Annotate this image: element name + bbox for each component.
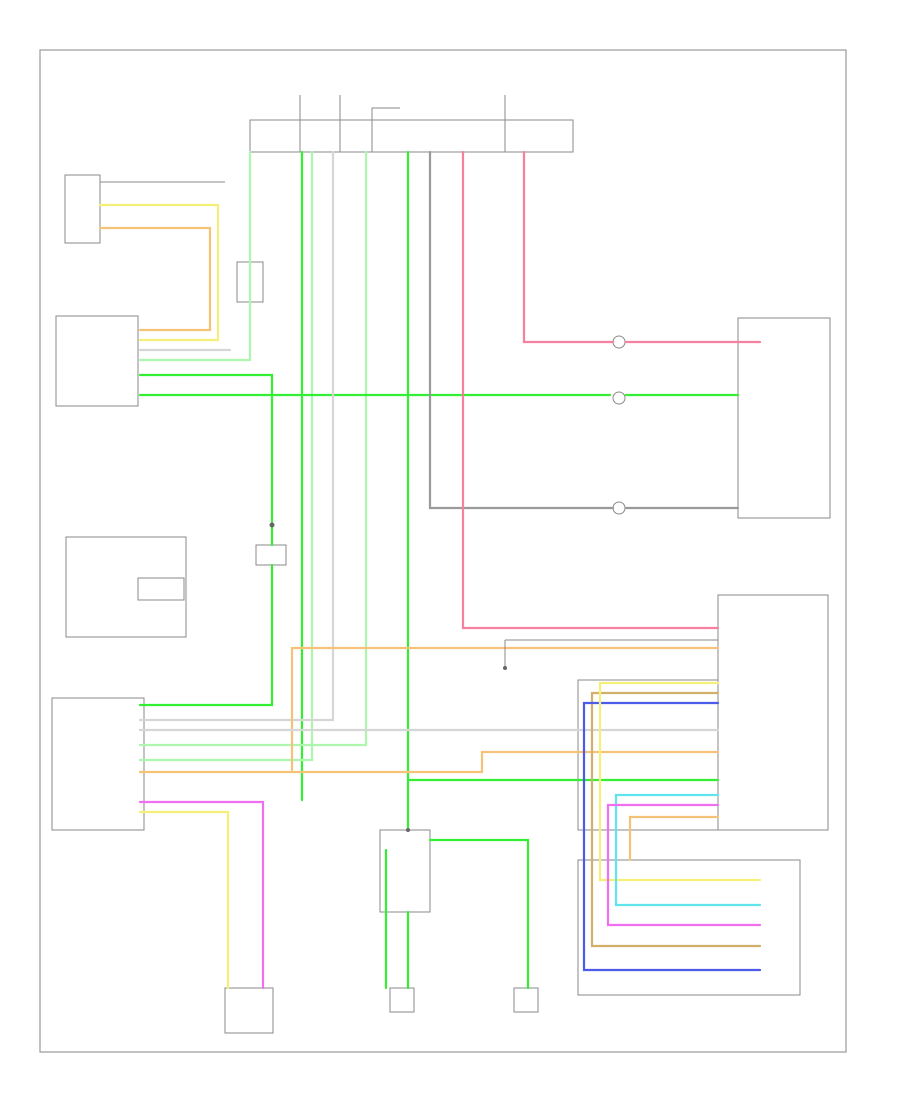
ignition-unit-inner (137, 577, 185, 601)
cyan-wire-throttle (614, 793, 762, 907)
splice-pack (255, 544, 287, 566)
orange-wire-throttle-3 (628, 815, 720, 862)
yellow-wire-brake (98, 203, 220, 342)
blue-wire-throttle (582, 701, 762, 972)
right-switch-box (737, 317, 831, 519)
green-wire-ground (428, 838, 530, 990)
green-wire-to-splice (138, 373, 274, 547)
pink-wire-1 (461, 150, 720, 630)
lightgreen-wire-1 (138, 150, 314, 762)
magenta-wire-pedal (138, 800, 265, 990)
ground-dot (503, 666, 507, 670)
throttle-body-box (577, 859, 801, 996)
junction-dot (406, 828, 410, 832)
brake-switch-box (64, 174, 101, 244)
gray-wire-ground (428, 150, 615, 510)
cruise-control-switch (389, 987, 415, 1013)
pink-wire-2 (522, 150, 615, 344)
yellow-wire-throttle (598, 681, 762, 882)
lightgreen-wire-3 (138, 150, 252, 362)
powertrain-control-module (51, 697, 145, 831)
yellow-wire-pedal (138, 810, 230, 990)
tan-wire-throttle (590, 691, 762, 948)
connector-3 (612, 501, 626, 515)
lightgreen-wire-2 (138, 150, 368, 747)
accelerator-pedal-sensor (224, 987, 274, 1034)
fuse-block (249, 119, 574, 153)
throttle-actuator-module (717, 594, 829, 831)
connector-1 (612, 335, 626, 349)
ignition-unit-box (65, 536, 187, 638)
magenta-wire-throttle (606, 803, 762, 927)
ground-component (513, 987, 539, 1013)
orange-wire-throttle-2 (138, 750, 720, 774)
fuse-feed-3 (371, 107, 400, 152)
steering-controls-box (379, 829, 431, 913)
diagram-frame (39, 49, 847, 1053)
throttle-connector-region (577, 679, 719, 831)
green-wire-from-splice (138, 563, 274, 707)
splice-dot (269, 522, 275, 528)
white-wire-2 (138, 150, 335, 722)
connector-2 (612, 391, 626, 405)
body-control-module (55, 315, 139, 407)
orange-wire-brake (98, 226, 212, 332)
